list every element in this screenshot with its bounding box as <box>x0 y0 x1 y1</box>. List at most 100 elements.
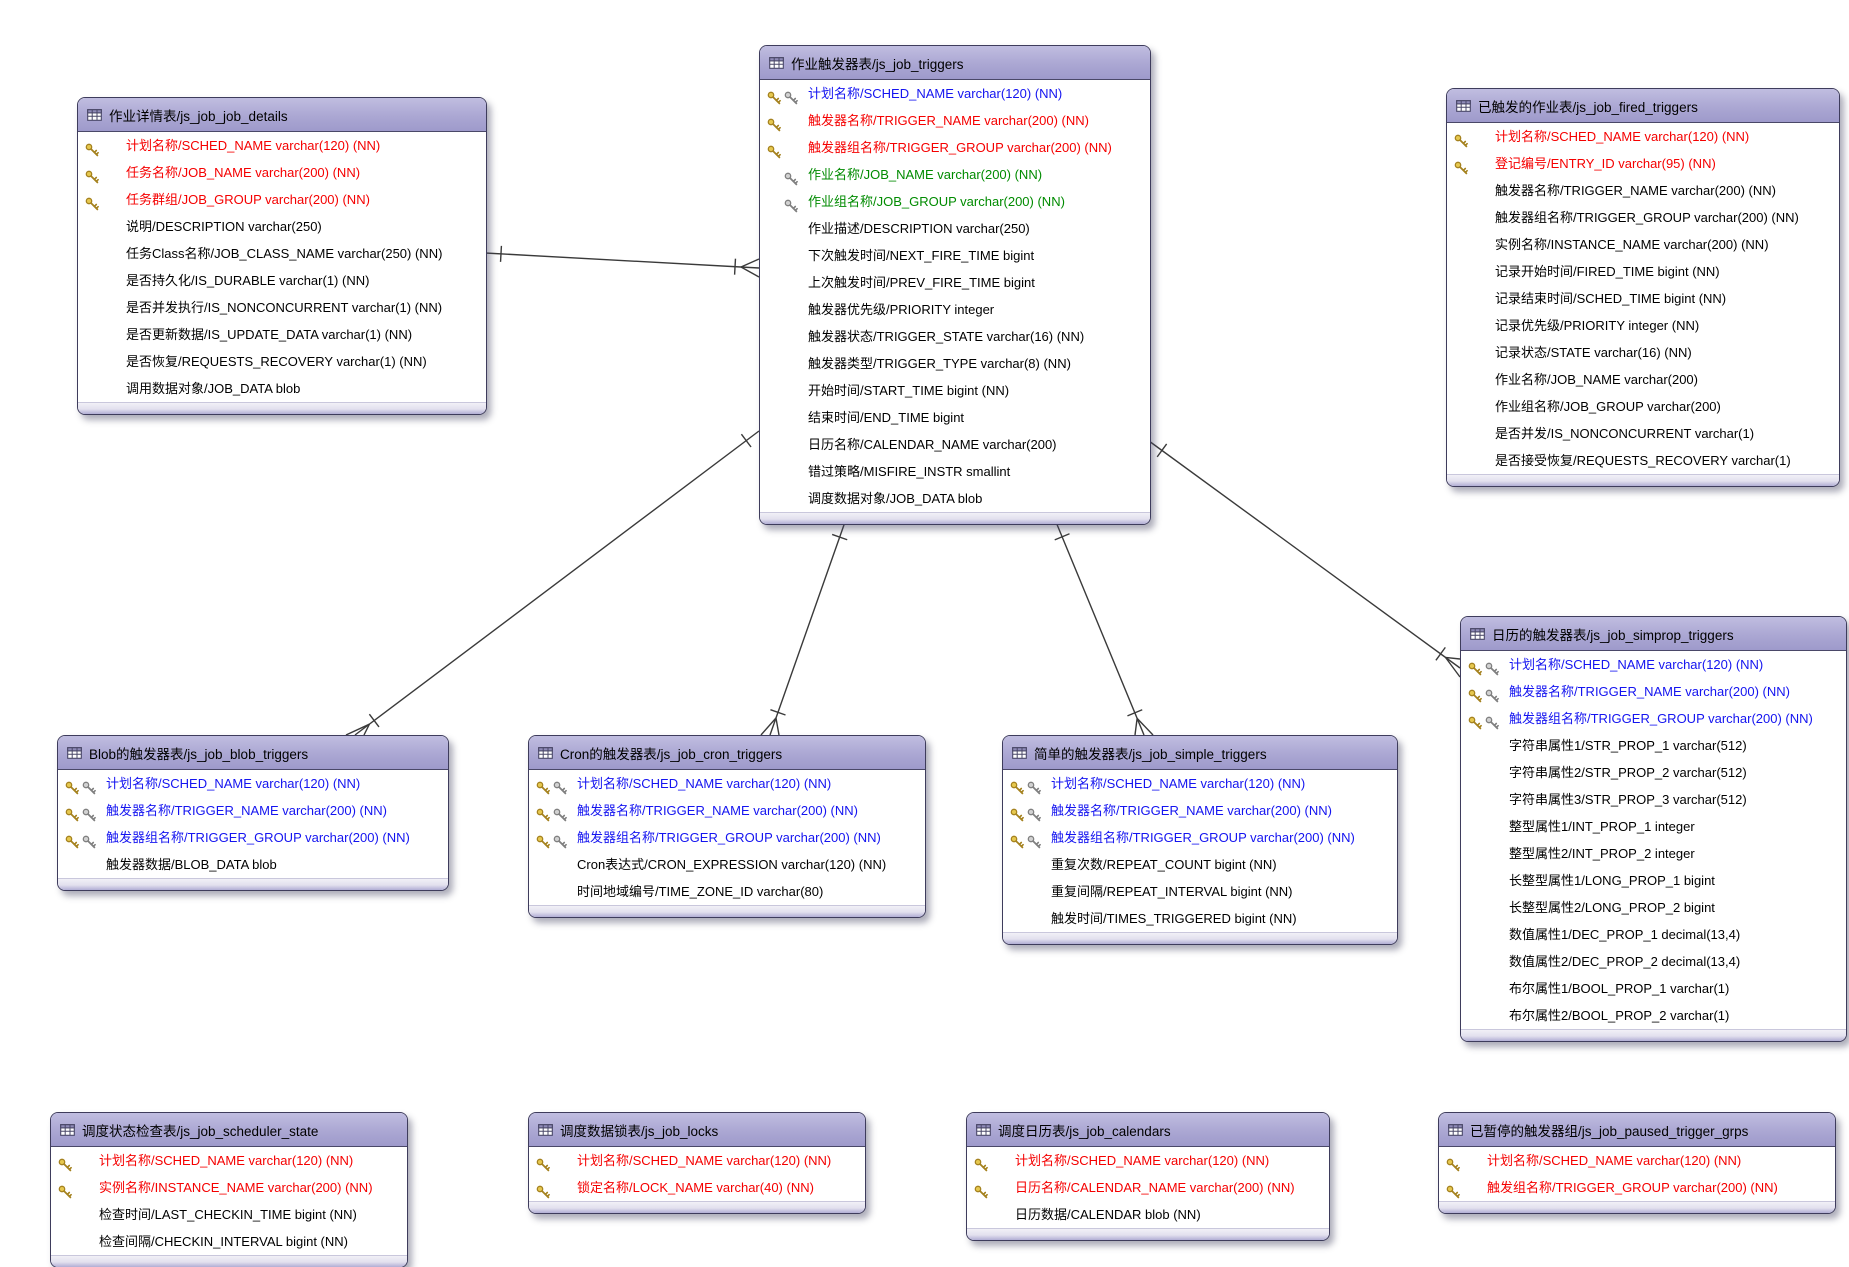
table-header[interactable]: 作业触发器表/js_job_triggers <box>760 46 1150 80</box>
table-js_job_scheduler_state[interactable]: 调度状态检查表/js_job_scheduler_state 计划名称/SCHED… <box>50 1112 408 1267</box>
field-label: 记录状态/STATE varchar(16) (NN) <box>1495 345 1692 360</box>
table-header[interactable]: 日历的触发器表/js_job_simprop_triggers <box>1461 617 1846 651</box>
field-label: 作业组名称/JOB_GROUP varchar(200) <box>1495 399 1721 414</box>
field-label: 整型属性2/INT_PROP_2 integer <box>1509 846 1695 861</box>
field-row: 计划名称/SCHED_NAME varchar(120) (NN) <box>1439 1147 1835 1174</box>
table-header[interactable]: 作业详情表/js_job_job_details <box>78 98 486 132</box>
table-header[interactable]: 调度状态检查表/js_job_scheduler_state <box>51 1113 407 1147</box>
table-fields: 计划名称/SCHED_NAME varchar(120) (NN) 触发器名称/T… <box>529 770 925 905</box>
field-label: 实例名称/INSTANCE_NAME varchar(200) (NN) <box>99 1180 373 1195</box>
field-label: 结束时间/END_TIME bigint <box>808 410 965 425</box>
field-label: 下次触发时间/NEXT_FIRE_TIME bigint <box>808 248 1035 263</box>
field-row: 字符串属性3/STR_PROP_3 varchar(512) <box>1461 786 1846 813</box>
field-row: 任务群组/JOB_GROUP varchar(200) (NN) <box>78 186 486 213</box>
field-row: 触发时间/TIMES_TRIGGERED bigint (NN) <box>1003 905 1397 932</box>
table-header[interactable]: 已暂停的触发器组/js_job_paused_trigger_grps <box>1439 1113 1835 1147</box>
gold-key-icon <box>65 831 79 858</box>
field-row: 字符串属性2/STR_PROP_2 varchar(512) <box>1461 759 1846 786</box>
table-icon <box>538 746 553 759</box>
field-row: 长整型属性2/LONG_PROP_2 bigint <box>1461 894 1846 921</box>
field-label: 记录开始时间/FIRED_TIME bigint (NN) <box>1495 264 1720 279</box>
table-footer <box>51 1255 407 1267</box>
silver-key-icon <box>1485 685 1499 712</box>
table-fields: 计划名称/SCHED_NAME varchar(120) (NN)触发器名称/T… <box>58 770 448 878</box>
table-header[interactable]: Blob的触发器表/js_job_blob_triggers <box>58 736 448 770</box>
field-row: 计划名称/SCHED_NAME varchar(120) (NN) <box>529 770 925 797</box>
table-footer <box>1439 1201 1835 1213</box>
gold-key-icon <box>1454 157 1468 184</box>
field-row: 计划名称/SCHED_NAME varchar(120) (NN) <box>1461 651 1846 678</box>
table-footer <box>58 878 448 890</box>
table-fields: 计划名称/SCHED_NAME varchar(120) (NN)日历名称/CA… <box>967 1147 1329 1228</box>
field-label: 触发器名称/TRIGGER_NAME varchar(200) (NN) <box>808 113 1089 128</box>
field-label: 锁定名称/LOCK_NAME varchar(40) (NN) <box>577 1180 814 1195</box>
field-label: 是否更新数据/IS_UPDATE_DATA varchar(1) (NN) <box>126 327 413 342</box>
table-header[interactable]: 简单的触发器表/js_job_simple_triggers <box>1003 736 1397 770</box>
table-js_job_fired_triggers[interactable]: 已触发的作业表/js_job_fired_triggers 计划名称/SCHED_… <box>1446 88 1840 487</box>
field-label: 触发器数据/BLOB_DATA blob <box>106 857 277 872</box>
field-row: 计划名称/SCHED_NAME varchar(120) (NN) <box>1003 770 1397 797</box>
field-row: 调度数据对象/JOB_DATA blob <box>760 485 1150 512</box>
silver-key-icon <box>1027 804 1041 831</box>
gold-key-icon <box>1468 658 1482 685</box>
table-footer <box>967 1228 1329 1240</box>
field-row: 是否并发/IS_NONCONCURRENT varchar(1) <box>1447 420 1839 447</box>
field-row: 触发器名称/TRIGGER_NAME varchar(200) (NN) <box>760 107 1150 134</box>
field-label: 登记编号/ENTRY_ID varchar(95) (NN) <box>1495 156 1716 171</box>
field-label: 触发器状态/TRIGGER_STATE varchar(16) (NN) <box>808 329 1085 344</box>
silver-key-icon <box>82 831 96 858</box>
field-label: 触发器优先级/PRIORITY integer <box>808 302 995 317</box>
table-title: 已触发的作业表/js_job_fired_triggers <box>1478 99 1698 115</box>
field-label: 触发器名称/TRIGGER_NAME varchar(200) (NN) <box>106 803 387 818</box>
field-label: 布尔属性2/BOOL_PROP_2 varchar(1) <box>1509 1008 1730 1023</box>
table-header[interactable]: 已触发的作业表/js_job_fired_triggers <box>1447 89 1839 123</box>
field-row: 作业名称/JOB_NAME varchar(200) (NN) <box>760 161 1150 188</box>
field-label: 触发器名称/TRIGGER_NAME varchar(200) (NN) <box>1495 183 1776 198</box>
field-row: 结束时间/END_TIME bigint <box>760 404 1150 431</box>
table-header[interactable]: 调度数据锁表/js_job_locks <box>529 1113 865 1147</box>
gold-key-icon <box>1446 1154 1460 1181</box>
field-label: 触发器组名称/TRIGGER_GROUP varchar(200) (NN) <box>1509 711 1813 726</box>
field-label: 任务Class名称/JOB_CLASS_NAME varchar(250) (N… <box>126 246 443 261</box>
table-title: 作业触发器表/js_job_triggers <box>791 56 964 72</box>
field-label: 计划名称/SCHED_NAME varchar(120) (NN) <box>1509 657 1764 672</box>
field-label: 作业名称/JOB_NAME varchar(200) (NN) <box>808 167 1043 182</box>
table-fields: 计划名称/SCHED_NAME varchar(120) (NN)触发组名称/T… <box>1439 1147 1835 1201</box>
table-fields: 计划名称/SCHED_NAME varchar(120) (NN)触发器名称/T… <box>760 80 1150 512</box>
field-label: 是否接受恢复/REQUESTS_RECOVERY varchar(1) <box>1495 453 1791 468</box>
field-label: 触发器名称/TRIGGER_NAME varchar(200) (NN) <box>577 803 858 818</box>
field-row: 触发器组名称/TRIGGER_GROUP varchar(200) (NN) <box>760 134 1150 161</box>
table-header[interactable]: Cron的触发器表/js_job_cron_triggers <box>529 736 925 770</box>
table-js_job_job_details[interactable]: 作业详情表/js_job_job_details 计划名称/SCHED_NAME … <box>77 97 487 415</box>
field-label: 字符串属性1/STR_PROP_1 varchar(512) <box>1509 738 1747 753</box>
field-row: 调用数据对象/JOB_DATA blob <box>78 375 486 402</box>
field-row: 触发器名称/TRIGGER_NAME varchar(200) (NN) <box>1003 797 1397 824</box>
gold-key-icon <box>767 141 781 168</box>
field-label: 计划名称/SCHED_NAME varchar(120) (NN) <box>99 1153 354 1168</box>
field-label: 触发器名称/TRIGGER_NAME varchar(200) (NN) <box>1509 684 1790 699</box>
field-row: 字符串属性1/STR_PROP_1 varchar(512) <box>1461 732 1846 759</box>
table-icon <box>67 746 82 759</box>
table-js_job_simprop_triggers[interactable]: 日历的触发器表/js_job_simprop_triggers 计划名称/SCHE… <box>1460 616 1847 1042</box>
table-header[interactable]: 调度日历表/js_job_calendars <box>967 1113 1329 1147</box>
table-js_job_triggers[interactable]: 作业触发器表/js_job_triggers 计划名称/SCHED_NAME va… <box>759 45 1151 525</box>
field-label: 计划名称/SCHED_NAME varchar(120) (NN) <box>126 138 381 153</box>
field-row: 触发器组名称/TRIGGER_GROUP varchar(200) (NN) <box>1447 204 1839 231</box>
field-label: 长整型属性2/LONG_PROP_2 bigint <box>1509 900 1715 915</box>
field-row: 触发器名称/TRIGGER_NAME varchar(200) (NN) <box>1461 678 1846 705</box>
gold-key-icon <box>1446 1181 1460 1208</box>
field-label: 日历数据/CALENDAR blob (NN) <box>1015 1207 1201 1222</box>
field-label: 调用数据对象/JOB_DATA blob <box>126 381 301 396</box>
field-label: 检查时间/LAST_CHECKIN_TIME bigint (NN) <box>99 1207 357 1222</box>
field-row: 日历数据/CALENDAR blob (NN) <box>967 1201 1329 1228</box>
table-title: 作业详情表/js_job_job_details <box>109 108 288 124</box>
table-icon <box>87 108 102 121</box>
gold-key-icon <box>65 777 79 804</box>
table-fields: 计划名称/SCHED_NAME varchar(120) (NN)登记编号/EN… <box>1447 123 1839 474</box>
